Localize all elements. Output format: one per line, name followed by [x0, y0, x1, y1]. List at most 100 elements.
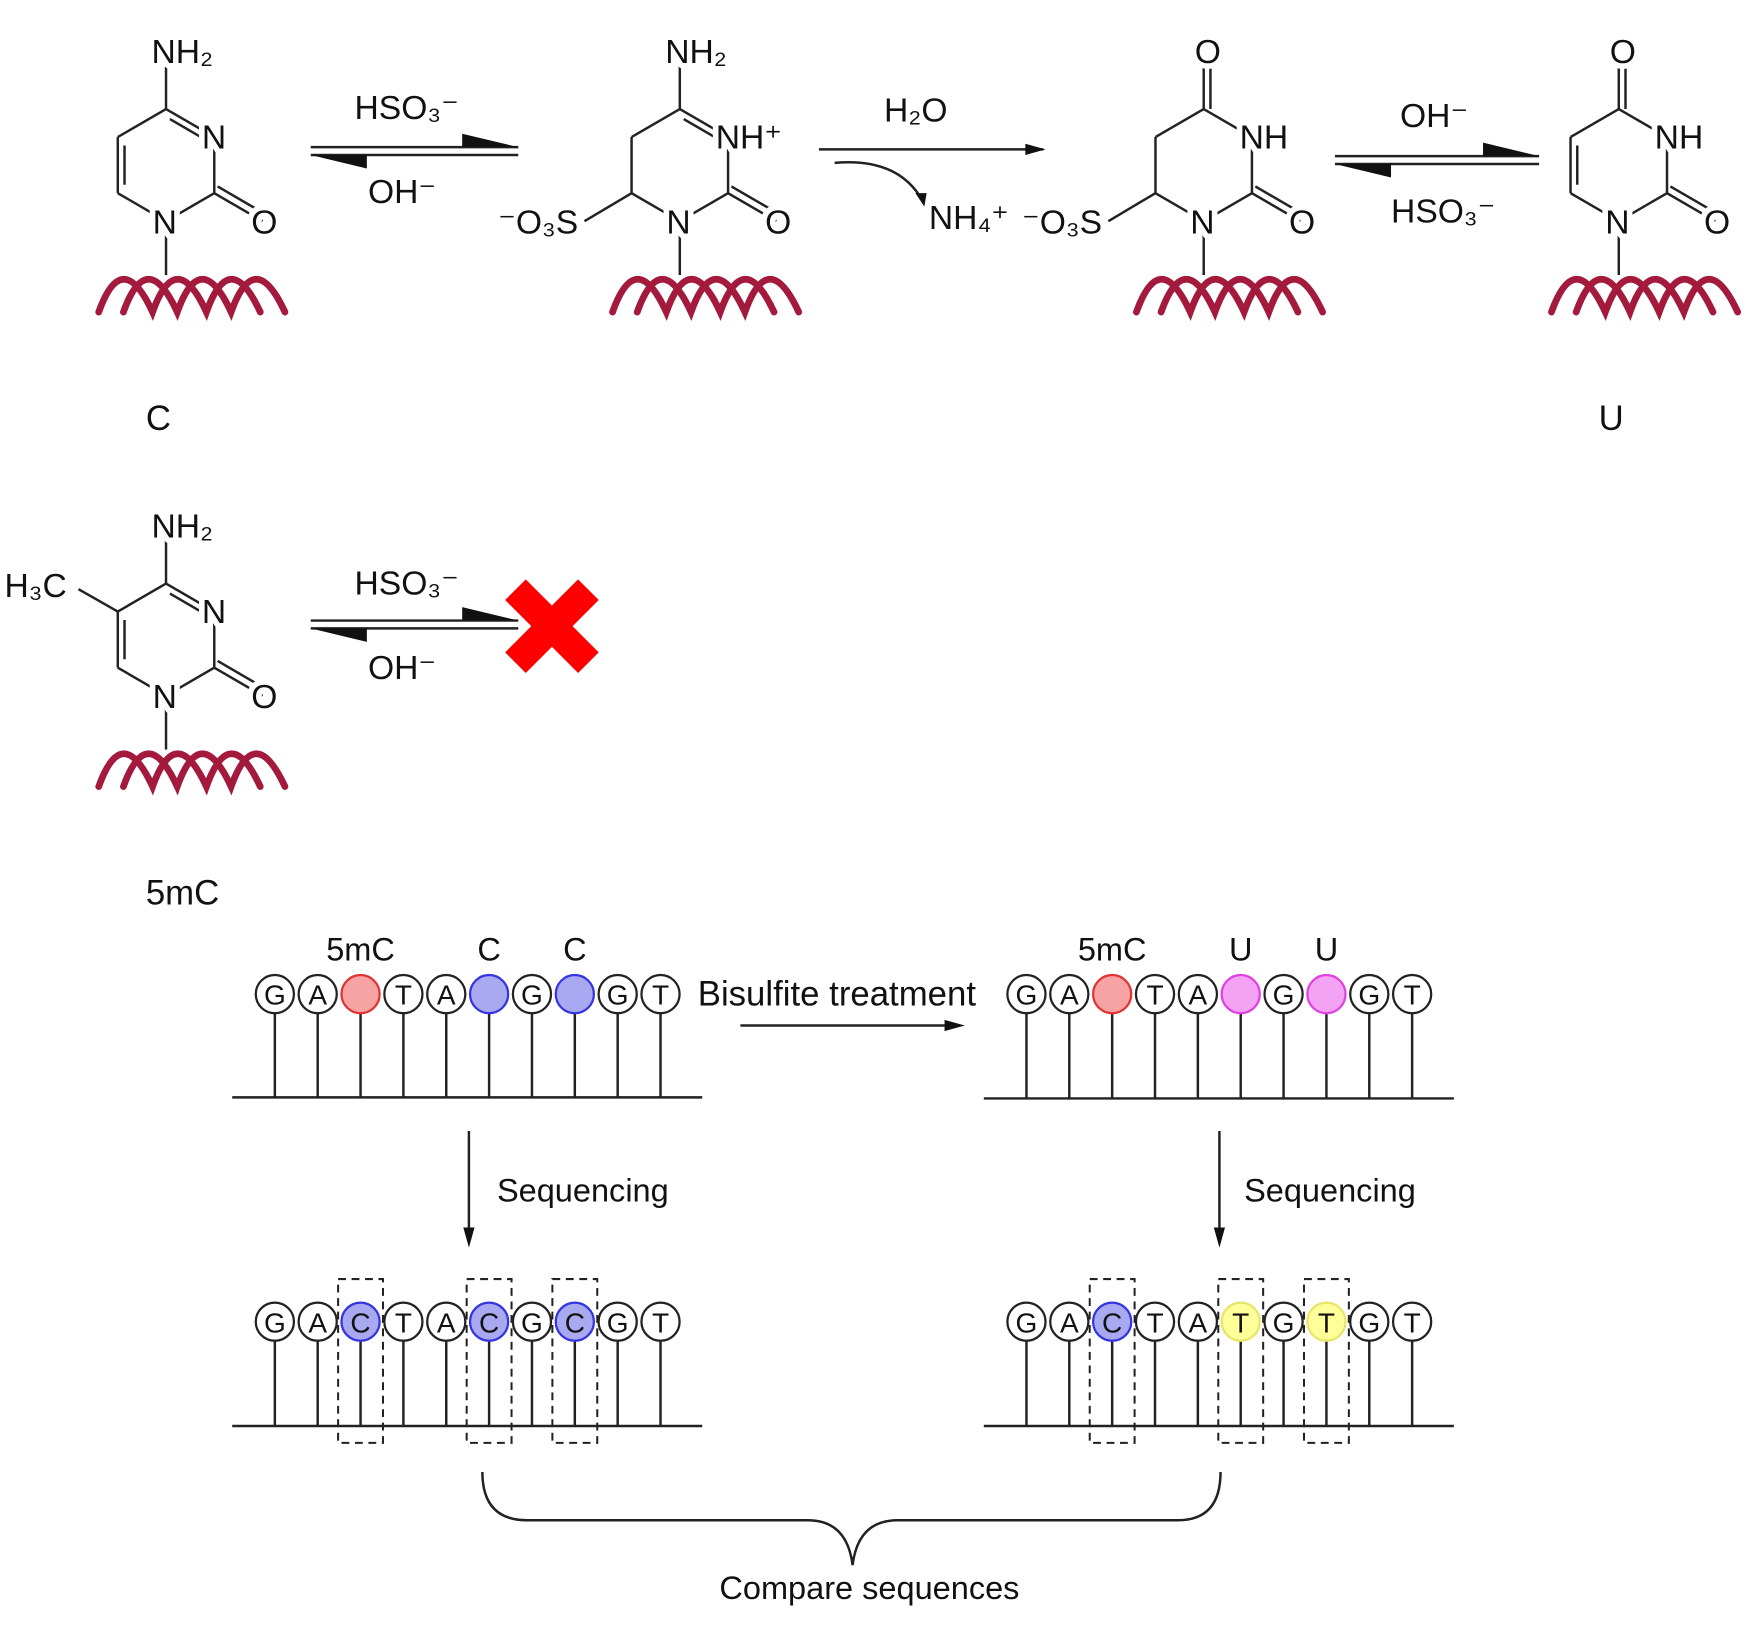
nucleotide-letter: T	[652, 980, 669, 1011]
carbonyl-o-label: O	[251, 205, 277, 242]
nucleotide-letter: G	[1358, 1307, 1380, 1338]
nucleotide-circle	[1006, 973, 1047, 1015]
nucleotide-circle	[1091, 1301, 1133, 1342]
dna-strand	[633, 276, 803, 321]
dna-helix-icon	[609, 276, 803, 321]
compare-brace	[481, 1472, 1222, 1566]
nucleotide-letter: C	[479, 1307, 499, 1338]
nucleotide-circle	[1134, 973, 1176, 1015]
nucleotide-letter: A	[1060, 980, 1079, 1011]
nucleotide-circle	[554, 973, 596, 1015]
sequencing-arrow-right	[1213, 1130, 1226, 1248]
ring-n1-label: N	[666, 205, 690, 242]
dna-strand	[1157, 276, 1326, 321]
substituent-label: NH₂	[151, 509, 213, 546]
bond	[117, 666, 167, 697]
nucleotide-letter: G	[1358, 980, 1380, 1011]
dna-strand	[120, 276, 289, 321]
nucleotide-letter: T	[1146, 1307, 1163, 1338]
nucleotide-circle	[1006, 1301, 1047, 1342]
bond	[583, 192, 633, 223]
ring-n3-label: NH	[1240, 119, 1289, 156]
bond	[730, 185, 781, 216]
ring-n3-label: NH⁺	[716, 119, 782, 156]
nucleotide-circle	[254, 973, 296, 1015]
carbonyl-o-label: O	[1704, 205, 1730, 242]
bond	[1254, 185, 1305, 216]
nucleotide-annotation: C	[563, 931, 586, 967]
nucleotide-letter: G	[264, 1307, 286, 1338]
nucleotide-circle	[340, 1301, 381, 1342]
reagent-bisulfite-3: HSO₃⁻	[354, 566, 458, 603]
nucleotide-letter: T	[395, 980, 412, 1011]
bond	[169, 592, 205, 615]
bond	[1569, 192, 1620, 223]
bond	[630, 192, 681, 223]
bond	[117, 582, 167, 613]
bond	[1107, 192, 1157, 223]
nucleotide-circle	[511, 1301, 553, 1342]
bond	[1569, 107, 1620, 139]
nucleotide-letter: C	[350, 1307, 370, 1338]
nucleotide-annotation: U	[1229, 931, 1252, 967]
nucleotide-letter: T	[1404, 1307, 1421, 1338]
nucleotide-letter: T	[1404, 980, 1421, 1011]
nucleotide-circle	[1220, 973, 1261, 1015]
bond	[1203, 107, 1253, 139]
nucleotide-circle	[597, 973, 638, 1015]
carbonyl-o-label: O	[765, 205, 791, 242]
nucleotide-letter: C	[1102, 1307, 1122, 1338]
nucleotide-letter: A	[1060, 1307, 1079, 1338]
reagent-hydroxide: OH⁻	[368, 174, 436, 211]
bond	[1154, 192, 1205, 223]
nucleotide-letter: G	[607, 980, 629, 1011]
nucleotide-letter: T	[652, 1307, 669, 1338]
nucleotide-circle	[426, 973, 467, 1015]
nucleotide-letter: G	[264, 980, 286, 1011]
bond	[165, 582, 215, 613]
nucleotide-letter: G	[1273, 1307, 1295, 1338]
compare-sequences-label: Compare sequences	[719, 1570, 1019, 1606]
nucleotide-letter: A	[437, 980, 456, 1011]
bond	[679, 192, 729, 223]
nucleotide-circle	[468, 973, 510, 1015]
dna-strand	[1572, 276, 1742, 321]
bond	[630, 107, 681, 139]
nucleotide-circle	[1391, 973, 1433, 1015]
highlight-box	[337, 1278, 384, 1444]
treatment-arrow	[740, 1019, 965, 1032]
nucleotide-circle	[383, 973, 424, 1015]
substituent-label: NH₂	[151, 34, 213, 71]
bond	[1666, 192, 1716, 223]
bond	[1154, 107, 1205, 139]
bond	[679, 107, 729, 139]
nucleotide-circle	[597, 1301, 638, 1342]
bond	[117, 107, 167, 139]
dna-strand	[95, 276, 264, 321]
methyl-label: H₃C	[4, 568, 66, 605]
dna-helix-icon	[1133, 276, 1326, 321]
equilibrium-arrow-3: OH⁻ HSO₃⁻	[1334, 92, 1540, 236]
nucleotide-circle	[511, 973, 553, 1015]
ring-n1-label: N	[1605, 205, 1629, 242]
nucleotide-letter: A	[308, 980, 327, 1011]
bond	[169, 117, 205, 140]
nucleotide-circle	[1049, 1301, 1090, 1342]
ring-n1-label: N	[153, 679, 177, 716]
dna-helix-icon	[1548, 276, 1742, 321]
nucleotide-circle	[1177, 973, 1219, 1015]
nucleotide-letter: C	[565, 1307, 585, 1338]
red-x-icon	[505, 579, 599, 673]
ring-n1-label: N	[153, 205, 177, 242]
nucleotide-circle	[340, 973, 381, 1015]
highlight-box	[1088, 1278, 1136, 1444]
nucleotide-letter: G	[521, 980, 543, 1011]
substituent-label: NH₂	[665, 34, 727, 71]
reagent-bisulfite-2: HSO₃⁻	[1391, 193, 1495, 230]
nucleotide-letter: T	[1146, 980, 1163, 1011]
nucleotide-circle	[1306, 973, 1347, 1015]
bond	[1251, 192, 1301, 223]
